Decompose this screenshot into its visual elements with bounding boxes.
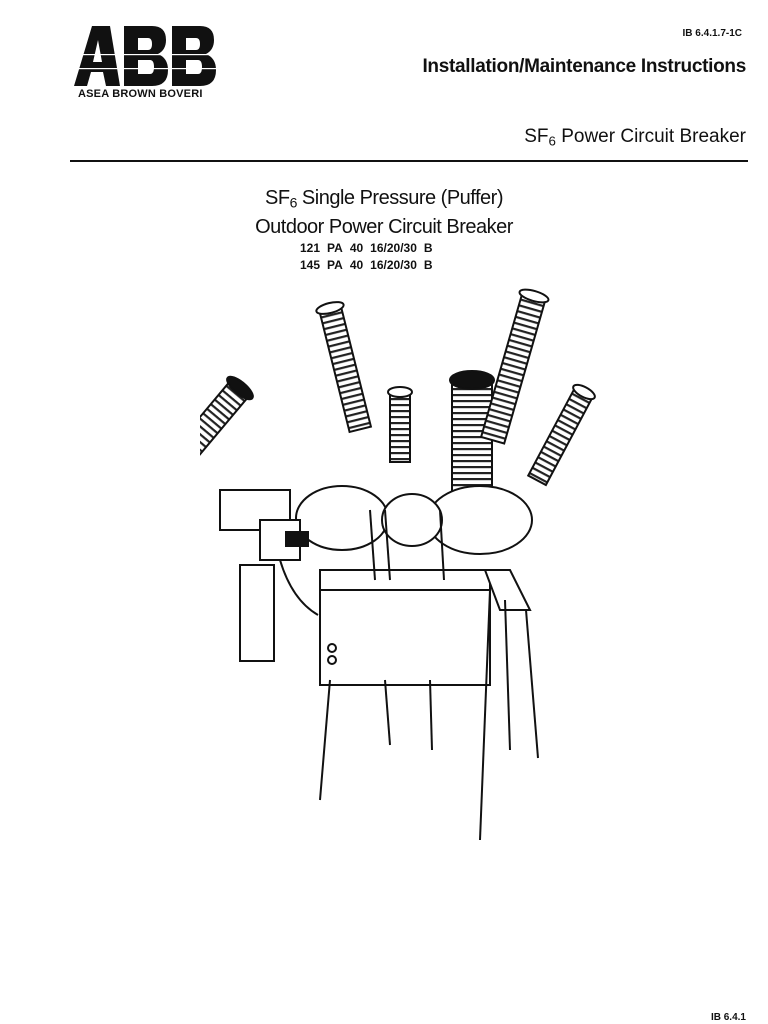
footer-code: IB 6.4.1 [710, 1012, 746, 1023]
main-title-line1: SF6 Single Pressure (Puffer) [0, 186, 768, 215]
abb-logo [74, 26, 216, 86]
section-title-rest: Power Circuit Breaker [555, 126, 746, 147]
breaker-structure [200, 288, 596, 840]
main-title-prefix: SF [265, 187, 290, 209]
model-cell: 16/20/30 [370, 258, 417, 272]
model-cell: PA [327, 258, 343, 272]
header-title: Installation/Maintenance Instructions [422, 56, 746, 77]
document-titles: SF6 Single Pressure (Puffer) Outdoor Pow… [0, 186, 768, 239]
model-cell: 40 [349, 258, 364, 272]
main-title-subscript: 6 [289, 194, 298, 211]
section-title: SF6 Power Circuit Breaker [524, 126, 746, 148]
model-cell: B [423, 258, 433, 272]
main-title-rest: Single Pressure (Puffer) [296, 187, 504, 209]
header-divider [70, 160, 748, 162]
circuit-breaker-illustration [200, 288, 596, 840]
model-cell: B [423, 241, 433, 255]
model-cell: 40 [349, 241, 364, 255]
document-code: IB 6.4.1.7-1C [682, 28, 742, 39]
logo-tagline: ASEA BROWN BOVERI [78, 88, 203, 100]
model-cell: 121 [300, 241, 321, 255]
model-cell: 16/20/30 [370, 241, 417, 255]
model-cell: PA [327, 241, 343, 255]
model-row: 121 PA 40 16/20/30 B [300, 240, 440, 257]
section-title-prefix: SF [524, 126, 549, 147]
section-title-subscript: 6 [548, 133, 556, 149]
model-row: 145 PA 40 16/20/30 B [300, 257, 440, 274]
main-title-line2: Outdoor Power Circuit Breaker [255, 215, 513, 238]
model-cell: 145 [300, 258, 321, 272]
